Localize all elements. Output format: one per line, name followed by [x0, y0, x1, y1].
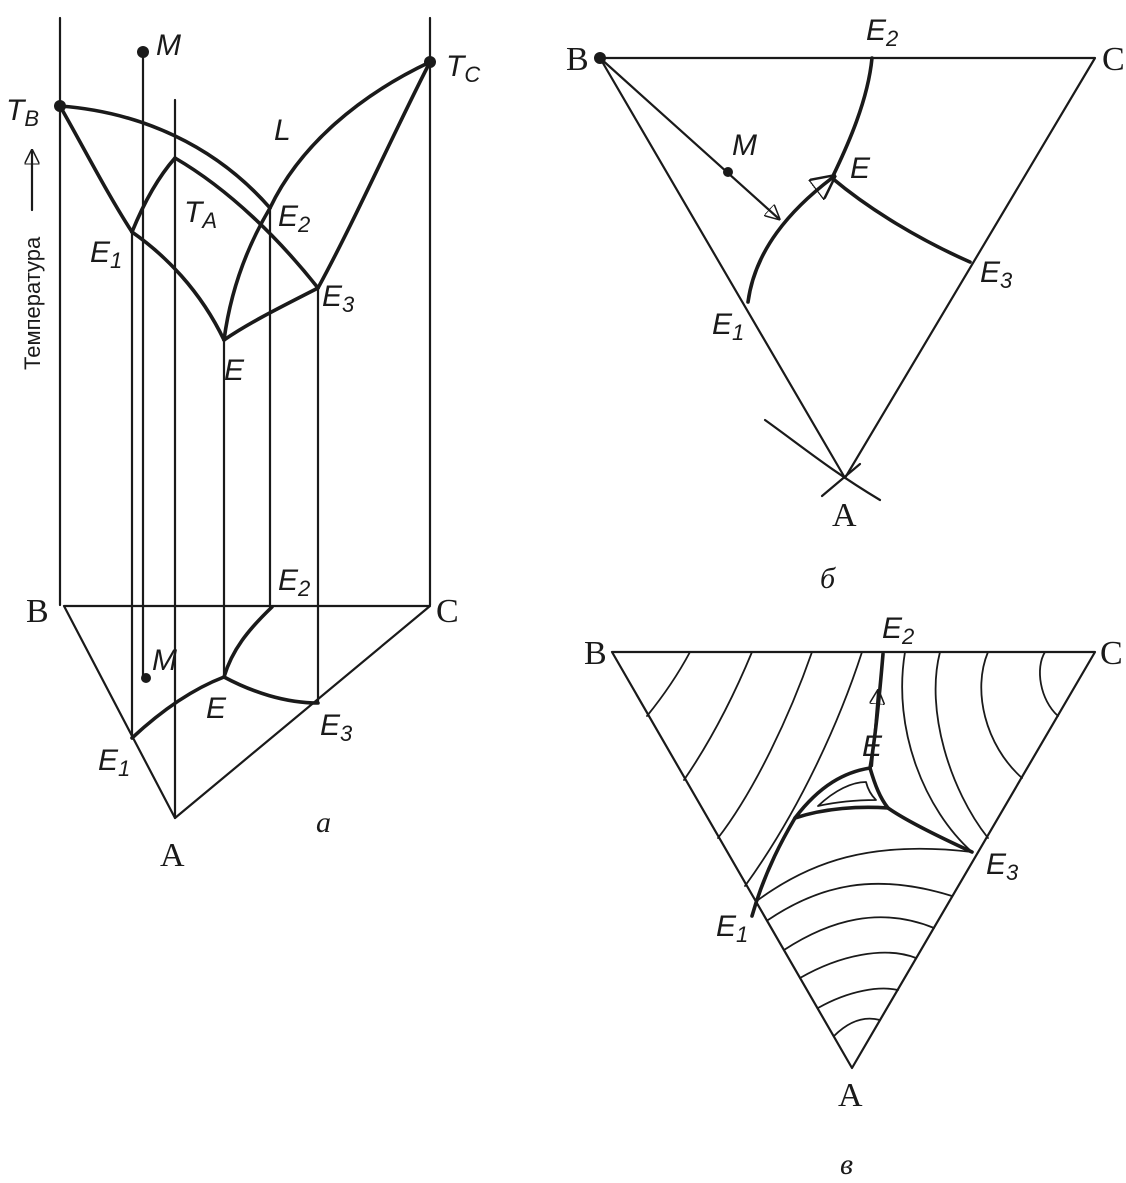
point-m-base — [141, 673, 151, 683]
label-e3-top: E3 — [322, 280, 355, 317]
label-b-m: M — [732, 129, 757, 162]
label-c-e: E — [862, 730, 883, 763]
panel-c-isotherms: B C A E E2 E3 E1 в — [584, 612, 1123, 1181]
base-triangle — [62, 604, 432, 820]
panel-label-c: в — [840, 1148, 853, 1181]
label-b-e1: E1 — [712, 308, 744, 345]
a-tangent-curve — [763, 418, 882, 502]
isotherm-a-5 — [767, 882, 953, 921]
isotherm-c-2 — [980, 651, 1023, 779]
isotherm-inner — [793, 766, 890, 820]
label-l: L — [274, 114, 291, 147]
isotherm-c-4 — [901, 651, 973, 853]
label-tb: TB — [6, 94, 39, 131]
liquidus-tb-e2 — [58, 104, 272, 210]
point-tc — [424, 56, 436, 68]
base-curve-e2-e — [222, 605, 274, 679]
valley-e1-e — [130, 230, 226, 342]
label-vertex-c: C — [436, 593, 459, 630]
label-b-e2: E2 — [866, 14, 898, 51]
isotherm-innermost — [817, 781, 877, 807]
valley-e2-e — [222, 206, 272, 342]
label-m-base: M — [152, 644, 177, 677]
panel-a-prism: Температура TB TC TA L M M E E E1 E2 E3 … — [6, 16, 480, 874]
valley-e3-e — [222, 286, 320, 342]
point-tb — [54, 100, 66, 112]
point-m-top — [137, 46, 149, 58]
liquidus-tc-e3 — [316, 60, 432, 290]
label-e1-base: E1 — [98, 744, 130, 781]
label-b-vertex-a: A — [832, 497, 857, 534]
isotherm-a-3 — [799, 951, 917, 979]
label-vertex-b: B — [26, 593, 49, 630]
valley-b-e1-e — [746, 178, 832, 304]
label-tc: TC — [446, 50, 480, 87]
label-e-base: E — [206, 692, 227, 725]
valley-b-e2-e — [830, 56, 874, 180]
label-e2-base: E2 — [278, 564, 310, 601]
isotherm-a-4 — [783, 916, 935, 951]
isotherm-a-2 — [817, 987, 899, 1009]
point-b-m — [723, 167, 733, 177]
label-m-top: M — [156, 29, 181, 62]
label-c-vertex-b: B — [584, 635, 607, 672]
label-e2-top: E2 — [278, 200, 310, 237]
label-e3-base: E3 — [320, 709, 353, 746]
valley-c-e1-e — [750, 816, 797, 918]
isotherm-b-2 — [683, 651, 753, 781]
valley-b-e3-e — [830, 176, 972, 264]
label-c-vertex-a: A — [838, 1077, 863, 1114]
isotherm-b-4 — [744, 651, 863, 887]
label-b-vertex-b: B — [566, 41, 589, 78]
label-c-e3: E3 — [986, 848, 1019, 885]
isotherm-a-1 — [833, 1017, 881, 1037]
panel-label-b: б — [820, 562, 836, 595]
label-ta: TA — [184, 196, 217, 233]
liquidus-ta-e3 — [173, 156, 320, 290]
label-c-e1: E1 — [716, 910, 748, 947]
temperature-axis: Температура — [20, 236, 45, 370]
isotherm-b-3 — [717, 651, 813, 839]
temperature-label: Температура — [20, 236, 45, 370]
isotherm-a-6 — [757, 847, 973, 901]
label-e-top: E — [224, 354, 245, 387]
arrow-to-e2 — [872, 692, 878, 768]
path-b-m — [598, 56, 778, 218]
base-curve-e-e3 — [222, 675, 320, 705]
triangle-c — [610, 650, 1097, 1070]
point-b-vertex — [594, 52, 606, 64]
isotherm-c-1 — [1039, 651, 1059, 717]
isotherm-b-1 — [646, 651, 691, 717]
base-curve-e1-e — [130, 675, 226, 740]
panel-b-projection: B C A M E E2 E3 E1 б — [566, 14, 1125, 595]
label-c-vertex-c: C — [1100, 635, 1123, 672]
isotherm-c-3 — [934, 651, 989, 839]
label-b-e3: E3 — [980, 256, 1013, 293]
label-vertex-a: A — [160, 837, 185, 874]
panel-label-a: a — [316, 806, 331, 839]
a-crossing-line — [820, 462, 862, 498]
label-c-e2: E2 — [882, 612, 914, 649]
liquidus-ta-e1 — [130, 156, 177, 234]
triangle-b — [598, 56, 1097, 480]
label-b-vertex-c: C — [1102, 41, 1125, 78]
label-b-e: E — [850, 152, 871, 185]
liquidus-tc-e2 — [268, 60, 432, 210]
label-e1-top: E1 — [90, 236, 122, 273]
liquidus-tb-e1 — [58, 104, 134, 234]
valley-c-e3-e — [886, 806, 974, 854]
